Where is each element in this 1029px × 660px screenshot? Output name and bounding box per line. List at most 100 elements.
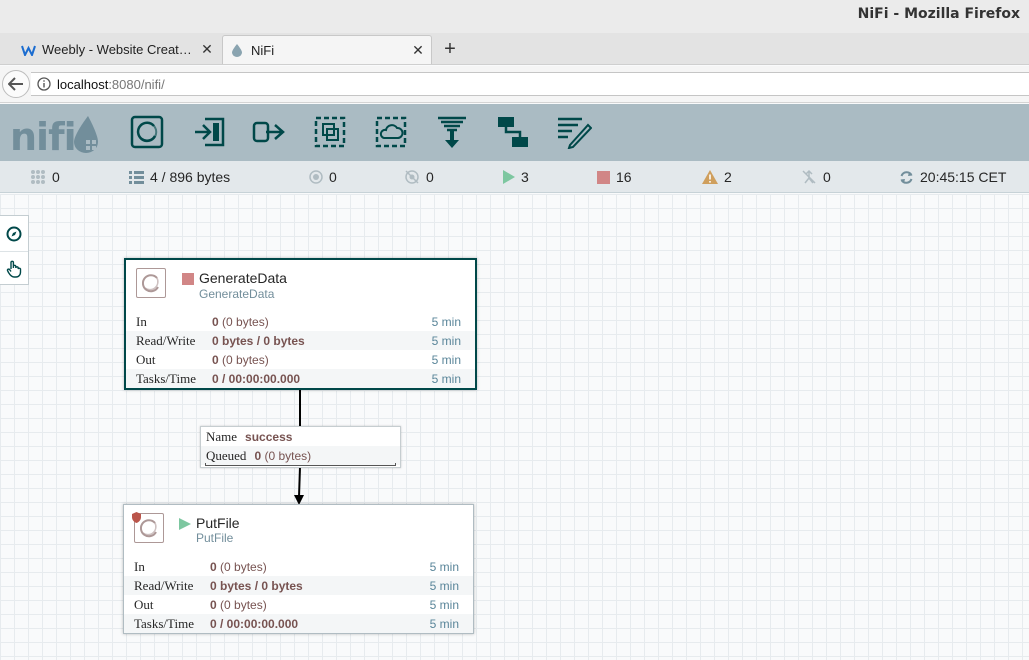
stat-label: Read/Write (134, 577, 194, 593)
connection-queued-row: Queued 0 (0 bytes) (201, 446, 400, 465)
processor-type-icon (136, 268, 166, 298)
stat-time: 5 min (431, 333, 461, 348)
nifi-logo: nifi (10, 108, 105, 159)
disabled-icon (801, 169, 817, 185)
last-refresh-value: 20:45:15 CET (920, 169, 1007, 185)
tab-nifi[interactable]: NiFi ✕ (222, 35, 432, 64)
stat-label: In (136, 313, 147, 329)
funnel-icon[interactable] (432, 112, 472, 152)
disabled-value: 0 (823, 169, 831, 185)
queued-status: 4 / 896 bytes (129, 161, 230, 193)
processor-name: GenerateData (199, 270, 287, 286)
stats-row-out: Out 0 (0 bytes) 5 min (126, 350, 475, 369)
not-transmitting-value: 0 (426, 169, 434, 185)
operate-button[interactable] (0, 251, 28, 286)
connection-queued-value: 0 (0 bytes) (254, 448, 312, 463)
invalid-status: 2 (702, 161, 732, 193)
queued-value: 4 / 896 bytes (150, 169, 231, 185)
last-refresh-status[interactable]: 20:45:15 CET (899, 161, 1006, 193)
tab-weebly[interactable]: Weebly - Website Creat… ✕ (14, 35, 220, 64)
processor-header: PutFile PutFile (124, 505, 473, 557)
processor-icon[interactable] (127, 112, 167, 152)
tab-strip: Weebly - Website Creat… ✕ NiFi ✕ + (0, 33, 1029, 65)
processor-generatedata[interactable]: GenerateData GenerateData In 0 (0 bytes)… (124, 258, 477, 390)
stat-time: 5 min (431, 314, 461, 329)
stat-value: 0 bytes / 0 bytes (210, 578, 303, 593)
stat-time: 5 min (431, 371, 461, 386)
stat-label: Read/Write (136, 332, 196, 348)
processor-putfile[interactable]: PutFile PutFile In 0 (0 bytes) 5 min Rea… (123, 504, 474, 634)
window-titlebar: NiFi - Mozilla Firefox (0, 0, 1029, 33)
active-threads-icon (30, 169, 46, 185)
remote-process-group-icon[interactable] (371, 112, 411, 152)
connection-label[interactable]: Name success Queued 0 (0 bytes) (200, 426, 401, 468)
site-info-icon[interactable] (31, 77, 57, 91)
connection-queued-label: Queued (206, 447, 247, 463)
close-tab-icon[interactable]: ✕ (412, 41, 424, 58)
stopped-square-icon (597, 170, 610, 184)
stat-time: 5 min (429, 559, 459, 574)
disabled-status: 0 (801, 161, 831, 193)
stat-label: In (134, 558, 145, 574)
processor-name: PutFile (196, 515, 240, 531)
transmitting-value: 0 (329, 169, 337, 185)
stat-label: Out (136, 351, 156, 367)
running-state-icon (179, 518, 191, 530)
stat-time: 5 min (429, 597, 459, 612)
stopped-status: 16 (597, 161, 632, 193)
stats-row-readwrite: Read/Write 0 bytes / 0 bytes 5 min (126, 331, 475, 350)
input-port-icon[interactable] (188, 112, 228, 152)
running-status: 3 (503, 161, 529, 193)
connection-name-label: Name (206, 428, 238, 444)
running-value: 3 (521, 169, 529, 185)
close-tab-icon[interactable]: ✕ (201, 41, 213, 57)
stat-value: 0 (0 bytes) (212, 314, 269, 329)
nifi-favicon-icon (229, 42, 245, 58)
stat-value: 0 (0 bytes) (210, 597, 267, 612)
active-threads-status: 0 (30, 161, 60, 193)
url-host: localhost (57, 76, 109, 92)
back-button[interactable] (2, 70, 30, 98)
nifi-header: nifi (0, 104, 1029, 161)
transmitting-status: 0 (309, 161, 337, 193)
compass-icon (6, 226, 22, 241)
stats-row-tasks: Tasks/Time 0 / 00:00:00.000 5 min (126, 369, 475, 388)
stat-value: 0 bytes / 0 bytes (212, 333, 305, 348)
flow-status-bar: 0 4 / 896 bytes 0 0 3 16 2 0 20:45:15 CE… (0, 161, 1029, 193)
svg-text:nifi: nifi (10, 115, 76, 158)
invalid-value: 2 (724, 169, 732, 185)
navigate-compass-button[interactable] (0, 216, 28, 251)
refresh-icon[interactable] (899, 170, 914, 185)
hand-pointer-icon (6, 260, 22, 278)
queue-list-icon (129, 170, 144, 184)
processor-type: GenerateData (199, 287, 275, 301)
stat-label: Tasks/Time (134, 615, 195, 631)
not-transmitting-status: 0 (404, 161, 434, 193)
new-tab-button[interactable]: + (444, 38, 456, 60)
process-group-icon[interactable] (310, 112, 350, 152)
processor-type-icon (134, 513, 164, 543)
back-arrow-icon (8, 77, 23, 91)
connection-name-row: Name success (201, 427, 400, 446)
stat-value: 0 (0 bytes) (210, 559, 267, 574)
processor-header: GenerateData GenerateData (126, 260, 475, 312)
template-icon[interactable] (493, 112, 533, 152)
weebly-favicon-icon (20, 42, 36, 58)
stat-value: 0 / 00:00:00.000 (212, 371, 301, 386)
stat-time: 5 min (429, 578, 459, 593)
active-threads-value: 0 (52, 169, 60, 185)
restricted-shield-icon (132, 512, 141, 523)
label-icon[interactable] (554, 112, 594, 152)
url-bar[interactable]: localhost:8080/nifi/ (31, 72, 1029, 96)
processor-type: PutFile (196, 531, 234, 545)
running-play-icon (503, 170, 515, 184)
stats-row-readwrite: Read/Write 0 bytes / 0 bytes 5 min (124, 576, 473, 595)
output-port-icon[interactable] (249, 112, 289, 152)
stopped-state-icon (182, 273, 194, 285)
stat-time: 5 min (431, 352, 461, 367)
stat-time: 5 min (429, 616, 459, 631)
transmitting-icon (309, 170, 323, 184)
stat-label: Out (134, 596, 154, 612)
stats-row-tasks: Tasks/Time 0 / 00:00:00.000 5 min (124, 614, 473, 633)
